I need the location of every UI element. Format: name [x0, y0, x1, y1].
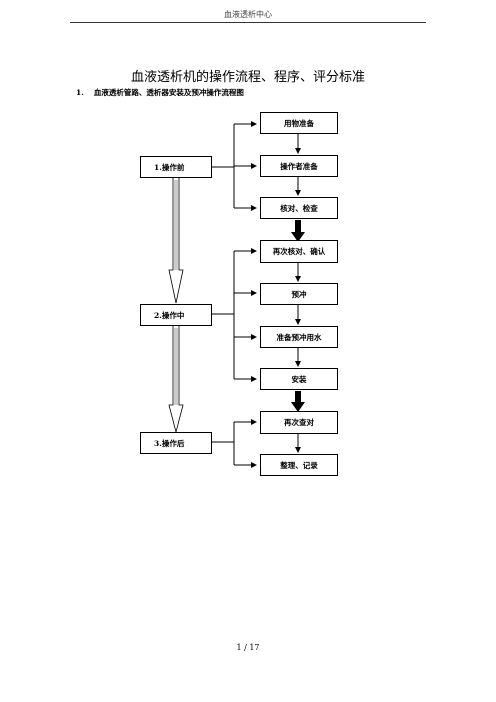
page-separator: /: [244, 643, 247, 652]
step-label: 再次核对、确认: [272, 247, 326, 256]
step-label: 整理、记录: [280, 460, 318, 470]
section-heading: 1. 血液透析管路、透析器安装及预冲操作流程图: [76, 87, 244, 98]
page-number: 1 / 17: [0, 643, 496, 652]
step-reverify-confirm: 再次核对、确认: [260, 240, 338, 263]
step-label: 准备预冲用水: [276, 332, 322, 342]
running-header: 血液透析中心: [224, 10, 272, 19]
step-install: 安装: [260, 368, 338, 390]
phase-before-label: 1.操作前: [154, 162, 185, 172]
step-priming: 预冲: [260, 283, 338, 305]
step-prepare-priming-water: 准备预冲用水: [260, 326, 338, 348]
phase-after-box: 3.操作后: [140, 432, 212, 454]
step-label: 操作者准备: [280, 161, 318, 171]
step-label: 再次查对: [284, 418, 314, 427]
step-label: 用物准备: [284, 118, 314, 128]
step-recheck: 再次查对: [260, 411, 338, 434]
step-label: 预冲: [291, 289, 307, 299]
phase-after-label: 3.操作后: [154, 438, 185, 448]
phase-during-label: 2.操作中: [154, 310, 185, 320]
section-title: 血液透析管路、透析器安装及预冲操作流程图: [93, 88, 244, 97]
step-label: 安装: [291, 374, 307, 384]
step-operator-prepare: 操作者准备: [260, 155, 338, 177]
step-label: 核对、检查: [280, 203, 318, 213]
phase-during-box: 2.操作中: [140, 304, 212, 326]
header-rule: [70, 22, 426, 23]
document-title: 血液透析机的操作流程、程序、评分标准: [130, 70, 365, 85]
step-verify-check: 核对、检查: [260, 197, 338, 219]
total-pages: 17: [249, 643, 260, 652]
step-prepare-supplies: 用物准备: [260, 112, 338, 134]
step-tidy-record: 整理、记录: [260, 454, 338, 476]
current-page: 1: [236, 643, 242, 652]
section-number: 1.: [76, 88, 84, 97]
phase-before-box: 1.操作前: [140, 156, 212, 178]
